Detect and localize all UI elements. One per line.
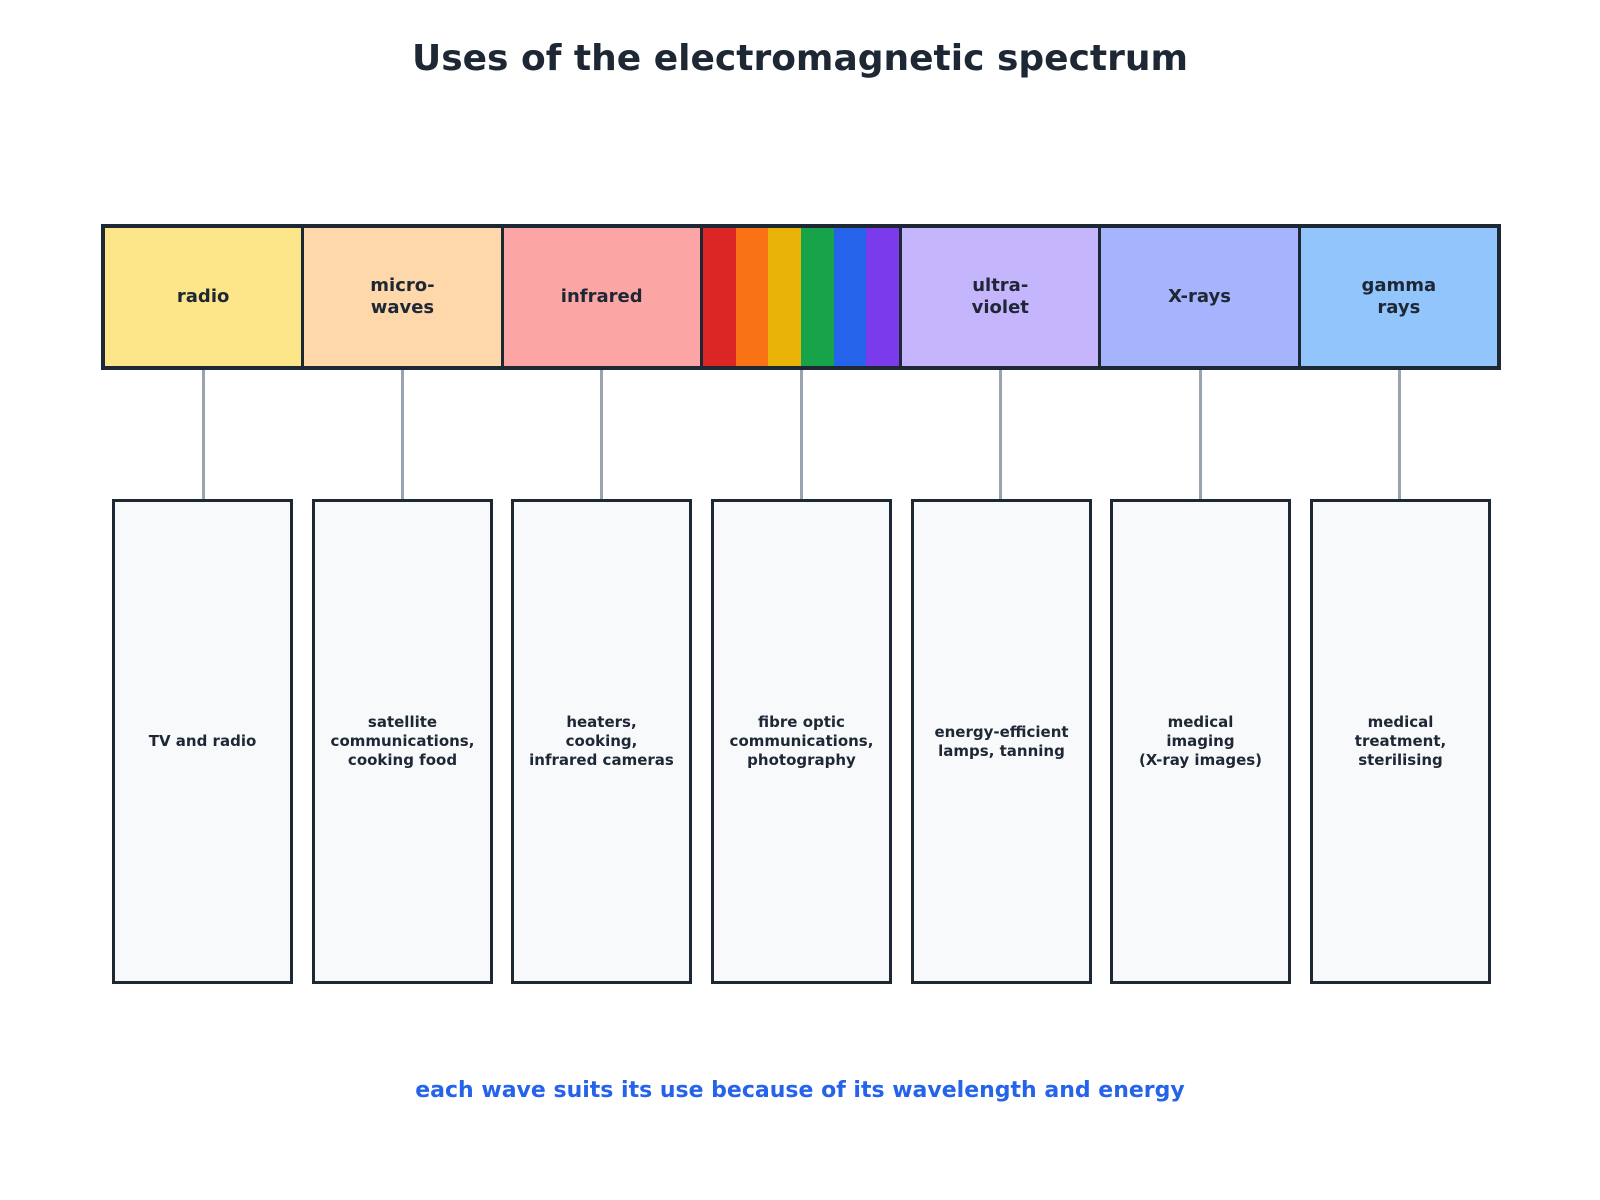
- visible-stripe-green: [800, 228, 834, 366]
- use-box-infrared: heaters, cooking, infrared cameras: [511, 499, 692, 984]
- connector-microwaves: [401, 370, 404, 500]
- visible-stripe-violet: [866, 228, 900, 366]
- band-gamma-rays: gamma rays: [1300, 228, 1497, 366]
- visible-stripe-blue: [833, 228, 867, 366]
- use-box-ultraviolet: energy-efficient lamps, tanning: [911, 499, 1092, 984]
- connector-infrared: [600, 370, 603, 500]
- connector-x-rays: [1199, 370, 1202, 500]
- band-infrared: infrared: [503, 228, 703, 366]
- use-box-x-rays: medical imaging (X-ray images): [1110, 499, 1291, 984]
- caption: each wave suits its use because of its w…: [415, 1078, 1185, 1103]
- band-microwaves: micro- waves: [304, 228, 504, 366]
- band-ultraviolet: ultra- violet: [902, 228, 1102, 366]
- visible-stripe-red: [702, 228, 736, 366]
- band-x-rays: X-rays: [1101, 228, 1301, 366]
- use-box-gamma-rays: medical treatment, sterilising: [1310, 499, 1491, 984]
- connector-radio: [202, 370, 205, 500]
- use-box-microwaves: satellite communications, cooking food: [312, 499, 493, 984]
- diagram-title: Uses of the electromagnetic spectrum: [411, 38, 1189, 79]
- connector-ultraviolet: [999, 370, 1002, 500]
- connector-gamma-rays: [1398, 370, 1401, 500]
- visible-stripe-orange: [735, 228, 769, 366]
- visible-stripe-yellow: [768, 228, 801, 366]
- use-box-visible: fibre optic communications, photography: [711, 499, 892, 984]
- use-box-radio: TV and radio: [112, 499, 293, 984]
- connector-visible: [800, 370, 803, 500]
- spectrum-bar: radio micro- waves infrared ultra- viole…: [101, 224, 1501, 370]
- band-radio: radio: [105, 228, 305, 366]
- band-visible-light: [702, 228, 903, 366]
